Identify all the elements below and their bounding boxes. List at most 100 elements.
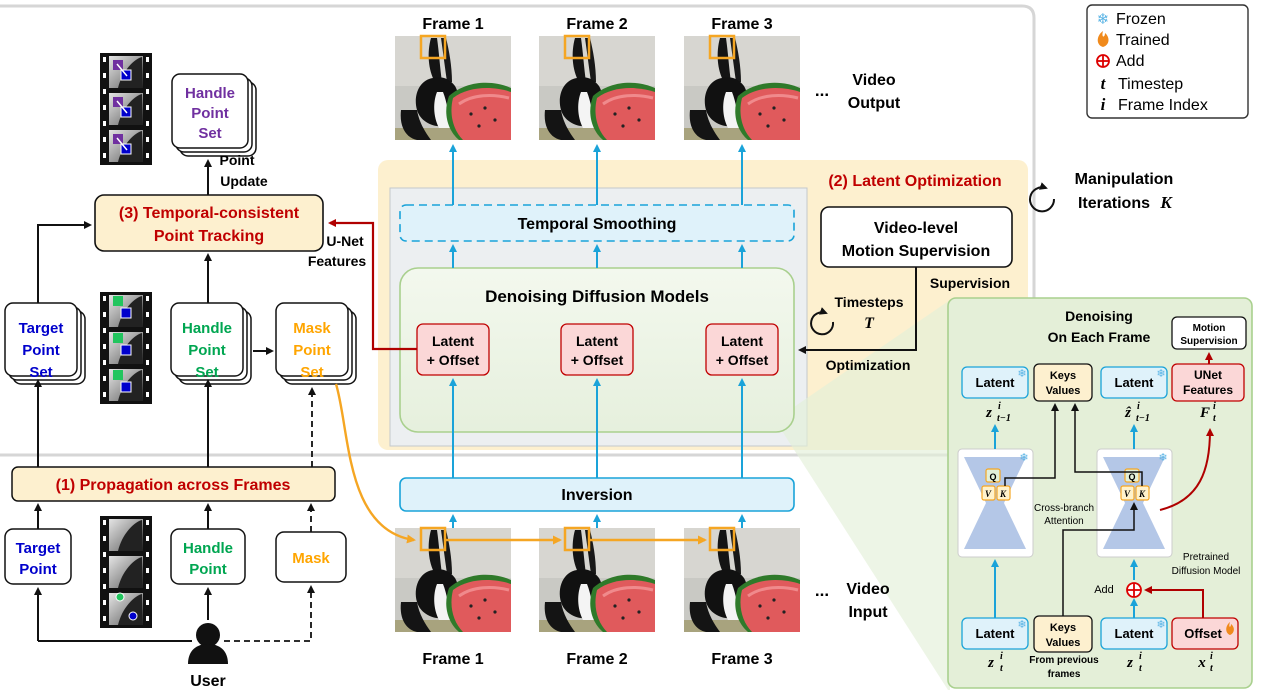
values-top-label: Values — [1046, 385, 1081, 397]
video-input-label-2: Input — [848, 604, 888, 621]
detail-ms-line-1: Motion — [1193, 323, 1226, 334]
detail-panel: Denoising On Each Frame Motion Supervisi… — [947, 297, 1253, 689]
handle-point-set-output-line-3: Set — [198, 125, 221, 142]
input-frame-1-label: Frame 1 — [422, 651, 483, 668]
sym-z-prev-sub: t−1 — [997, 413, 1011, 424]
ddm-title: Denoising Diffusion Models — [485, 287, 709, 306]
handle-point-set: Handle Point Set — [170, 302, 252, 385]
latent-hat-box: Latent ❄ — [1100, 366, 1168, 399]
latent-offset-2: Latent + Offset — [560, 323, 634, 376]
sym-z-left: z — [987, 655, 994, 671]
target-point-input-line-2: Point — [19, 561, 57, 578]
output-frame-3-image — [682, 34, 802, 142]
propagation-markers — [113, 296, 132, 393]
legend-timestep: Timestep — [1118, 76, 1183, 93]
manipulation-label-2: Iterations — [1078, 195, 1150, 212]
output-handle-box-2 — [563, 34, 591, 60]
sym-z-left-sub: t — [1000, 663, 1004, 674]
input-frame-1-image — [393, 526, 513, 634]
latent-optimization-title: (2) Latent Optimization — [828, 173, 1001, 190]
input-frame-2-label: Frame 2 — [566, 651, 627, 668]
optimization-arrow — [798, 267, 917, 354]
left-k-label: K — [999, 489, 1007, 499]
point-update-label-2: Update — [220, 173, 268, 189]
keys-top-label: Keys — [1050, 370, 1076, 382]
right-k-label: K — [1138, 489, 1146, 499]
zoom-wedge — [775, 300, 950, 690]
legend: ❄ Frozen Trained Add t Timestep i Frame … — [1086, 4, 1249, 119]
latent-left-bottom-frozen-icon: ❄ — [1017, 619, 1026, 631]
keys-values-bottom: Keys Values — [1033, 615, 1093, 653]
offset-trained-icon — [1226, 622, 1234, 635]
latent-offset-1: Latent + Offset — [416, 323, 490, 376]
timesteps-label: Timesteps — [835, 294, 904, 310]
output-frame-2-image — [537, 34, 657, 142]
unet-features-arrow — [328, 219, 417, 351]
input-frame-2-image — [537, 526, 657, 634]
video-output-label-2: Output — [848, 95, 901, 112]
target-point-set: Target Point Set — [4, 302, 86, 385]
cross-branch-label-1: Cross-branch — [1034, 503, 1094, 514]
latent-hat-frozen-icon: ❄ — [1156, 368, 1165, 380]
handle-point-set-line-3: Set — [195, 364, 218, 381]
legend-box — [1086, 4, 1249, 119]
supervision-label: Supervision — [930, 275, 1010, 291]
detail-title-1: Denoising — [1065, 308, 1133, 324]
mask-point-set-line-3: Set — [300, 364, 323, 381]
latent-right-bottom: Latent ❄ — [1100, 617, 1168, 650]
input-handle-box-2 — [563, 526, 591, 552]
target-point-set-line-3: Set — [29, 364, 52, 381]
latent-offset-3-line-2: + Offset — [716, 352, 769, 368]
propagation-title: (1) Propagation across Frames — [56, 477, 291, 494]
input-ellipsis: ... — [815, 581, 829, 600]
output-frame-2-label: Frame 2 — [566, 16, 627, 33]
detail-add-label: Add — [1094, 584, 1114, 596]
sym-z-prev-sup: i — [998, 401, 1001, 412]
left-unet-frozen-icon: ❄ — [1019, 452, 1028, 464]
mask-point-set: Mask Point Set — [275, 302, 357, 385]
sym-x: x — [1197, 655, 1206, 671]
legend-frozen: Frozen — [1116, 11, 1166, 28]
left-v-label: V — [985, 489, 992, 499]
from-previous-2: frames — [1048, 669, 1081, 680]
mask-flow-arrows — [334, 383, 707, 545]
left-q-label: Q — [989, 472, 996, 482]
motion-supervision-line-1: Video-level — [874, 220, 958, 237]
target-point-set-line-1: Target — [19, 320, 64, 337]
manipulation-symbol: K — [1159, 193, 1173, 212]
sym-x-sub: t — [1210, 663, 1214, 674]
right-unet-frozen-icon: ❄ — [1158, 452, 1167, 464]
keys-values-top: Keys Values — [1033, 363, 1093, 402]
tracking-title-line-1: (3) Temporal-consistent — [119, 205, 300, 222]
latent-right-bottom-label: Latent — [1115, 626, 1155, 641]
sym-x-sup: i — [1210, 651, 1213, 662]
output-frame-1-label: Frame 1 — [422, 16, 483, 33]
unet-features-detail-2: Features — [1183, 383, 1233, 397]
detail-title-2: On Each Frame — [1048, 329, 1151, 345]
offset-label: Offset — [1184, 626, 1222, 641]
input-film-strip — [100, 516, 152, 628]
output-handle-box-3 — [708, 34, 736, 60]
handle-point-set-output: Handle Point Set — [171, 73, 257, 157]
output-frame-1-image — [393, 34, 513, 142]
unet-features-label-2: Features — [308, 253, 367, 269]
optimization-label: Optimization — [826, 357, 911, 373]
values-bottom-label: Values — [1046, 637, 1081, 649]
latent-left-bottom-label: Latent — [976, 626, 1016, 641]
mask-input: Mask — [275, 531, 347, 583]
handle-point-set-output-line-1: Handle — [185, 85, 235, 102]
latent-offset-1-line-1: Latent — [432, 333, 474, 349]
latent-offset-3: Latent + Offset — [705, 323, 779, 376]
legend-frame-index: Frame Index — [1118, 97, 1208, 114]
add-icon — [1096, 54, 1110, 68]
inversion-box: Inversion — [399, 477, 795, 512]
output-frame-3-label: Frame 3 — [711, 16, 772, 33]
sym-F: F — [1199, 405, 1210, 421]
motion-supervision-line-2: Motion Supervision — [842, 243, 990, 260]
user-icon — [188, 623, 228, 664]
latent-offset-2-line-1: Latent — [576, 333, 618, 349]
latent-hat-label: Latent — [1115, 375, 1155, 390]
pretrained-label-2: Diffusion Model — [1172, 566, 1241, 577]
detail-ms-line-2: Supervision — [1180, 336, 1237, 347]
